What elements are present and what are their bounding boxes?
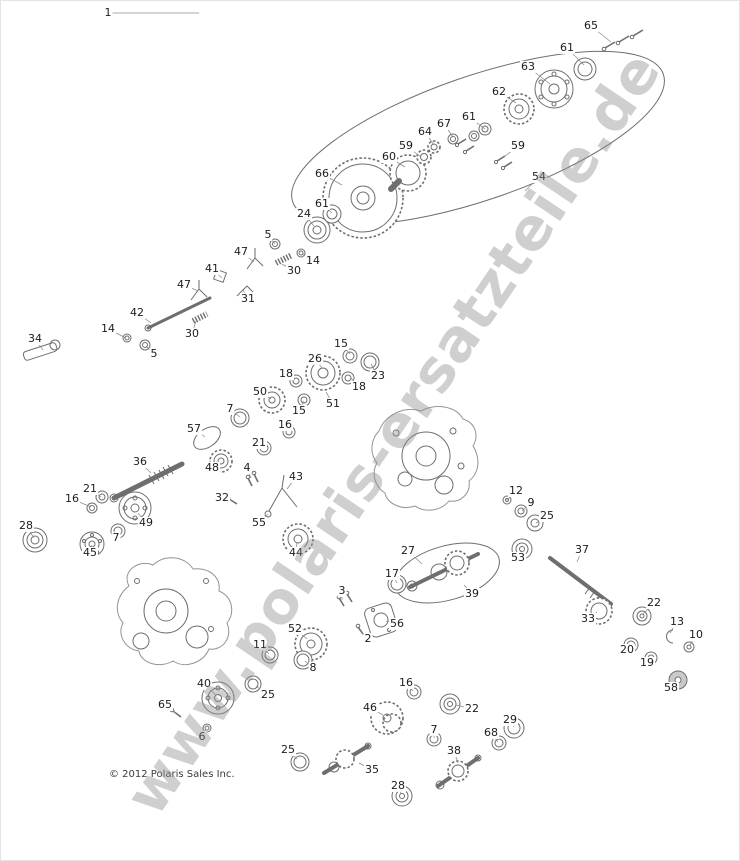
bearing-22-right xyxy=(632,606,652,626)
fork-47-left xyxy=(190,280,208,301)
shaft-37 xyxy=(548,556,613,606)
leader-line-12-47 xyxy=(506,490,517,501)
fork-43 xyxy=(268,474,298,512)
leader-line-16-44 xyxy=(71,498,92,508)
bearing-53 xyxy=(511,538,533,560)
leader-line-30-18 xyxy=(281,263,295,272)
leader-line-65-1 xyxy=(590,25,612,43)
hub-45 xyxy=(79,531,105,557)
plate-56 xyxy=(364,602,398,638)
leader-line-27-55 xyxy=(407,550,423,565)
leader-line-61-2 xyxy=(566,47,585,66)
ring-61 xyxy=(573,57,597,81)
leader-line-39-59 xyxy=(463,584,473,595)
shift-rod-42 xyxy=(146,296,212,330)
snap-ring-13 xyxy=(666,629,674,644)
bearing-28 xyxy=(22,527,48,553)
washer-67 xyxy=(447,133,459,145)
main-gear-cluster xyxy=(193,348,380,473)
shift-rail-assembly xyxy=(22,238,306,361)
bottom-shaft-assembly xyxy=(290,684,525,807)
screw-set-65 xyxy=(601,29,644,52)
shaft-34 xyxy=(22,342,58,361)
washer-58 xyxy=(668,670,688,690)
flange-63 xyxy=(534,69,574,109)
bearing-24 xyxy=(303,216,331,244)
leader-line-54-11 xyxy=(524,176,540,192)
top-gear-train xyxy=(291,29,665,244)
pin-55 xyxy=(264,510,272,518)
output-shaft-assembly xyxy=(502,495,695,690)
gearcase-half-left xyxy=(116,557,233,666)
bearing-29 xyxy=(503,717,525,739)
bearing-28-bottom xyxy=(391,785,413,807)
hub-49 xyxy=(118,491,152,525)
leader-line-51-33 xyxy=(325,391,334,405)
copyright-note: © 2012 Polaris Sales Inc. xyxy=(109,769,235,780)
clip-57 xyxy=(193,426,221,450)
leader-line-43-42 xyxy=(286,476,297,490)
screw-set-59 xyxy=(454,138,513,171)
gearcase-half-right xyxy=(371,406,479,511)
leader-line-4-41 xyxy=(246,467,252,479)
leader-line-36-40 xyxy=(139,461,152,474)
leader-line-67-6 xyxy=(443,123,454,138)
cover-plate-assembly xyxy=(336,590,398,638)
leader-line-47-16 xyxy=(240,251,255,263)
spring-30-upper xyxy=(274,252,294,266)
leader-line-42-22 xyxy=(136,312,152,324)
leader-lines-layer xyxy=(25,12,697,795)
leader-line-59-9 xyxy=(503,145,519,158)
leader-line-65-75 xyxy=(164,704,177,714)
leader-line-13-63 xyxy=(669,621,678,634)
shift-fork-assembly xyxy=(225,470,314,555)
leader-line-31-20 xyxy=(242,289,249,300)
input-shaft-assembly xyxy=(22,461,185,557)
leader-line-55-46 xyxy=(258,513,269,524)
leader-line-2-69 xyxy=(360,631,369,640)
bracket-31 xyxy=(236,285,254,297)
input-shaft-36 xyxy=(111,461,185,501)
leader-line-47-21 xyxy=(183,284,199,292)
leader-line-14-17 xyxy=(301,253,314,262)
leader-line-38-84 xyxy=(453,750,459,764)
spring-30 xyxy=(191,311,209,324)
leader-line-35-85 xyxy=(358,762,373,771)
gear-64 xyxy=(427,140,441,154)
leader-line-37-57 xyxy=(576,549,583,563)
fork-47-right xyxy=(246,248,264,270)
leader-line-14-24 xyxy=(107,328,127,339)
cluster-shaft-assembly xyxy=(387,542,500,604)
bearing-22-bottom xyxy=(439,693,461,715)
